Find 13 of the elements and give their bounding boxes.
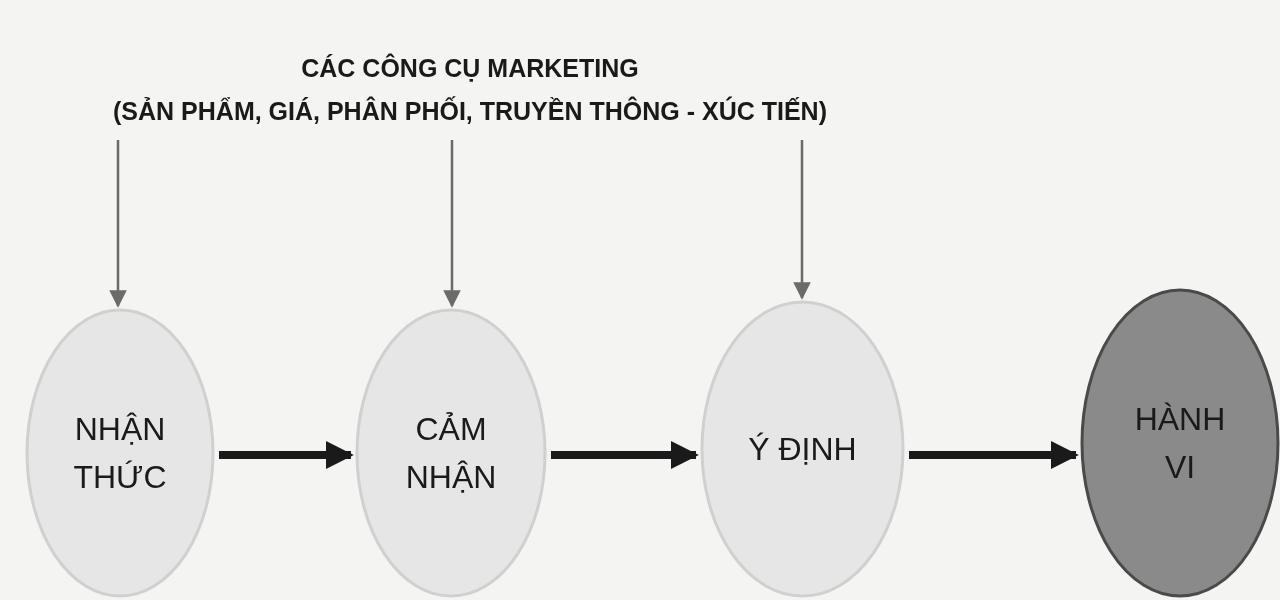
oval-node (25, 308, 215, 598)
oval-node (1080, 288, 1280, 598)
node-label: CẢM NHẬN (404, 410, 498, 497)
arrow (109, 140, 127, 308)
subheading: (SẢN PHẨM, GIÁ, PHÂN PHỐI, TRUYỀN THÔNG - XÚC TIẾN) (113, 96, 827, 127)
node-label: Ý ĐỊNH (747, 430, 858, 469)
arrow (793, 140, 811, 300)
oval-node (355, 308, 547, 598)
node-label: NHẬN THỨC (72, 410, 168, 497)
arrow (443, 140, 461, 308)
oval-node (700, 300, 905, 598)
heading: CÁC CÔNG CỤ MARKETING (301, 52, 639, 84)
node-label: HÀNH VI (1133, 400, 1227, 487)
